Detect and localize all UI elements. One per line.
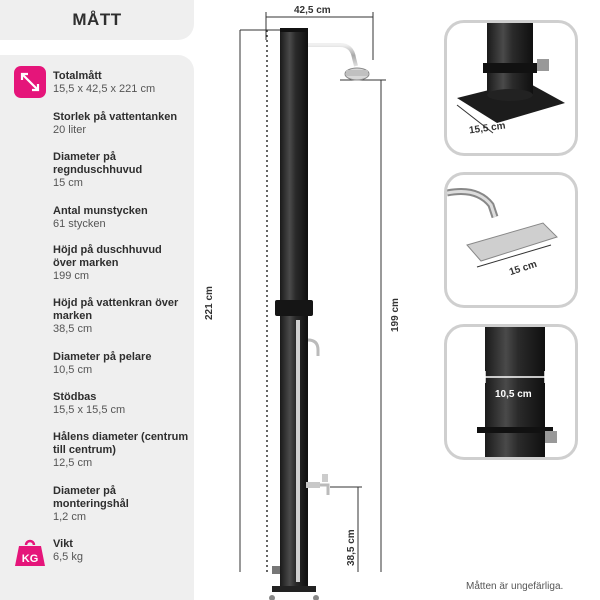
spec-value: 15,5 x 15,5 cm [53,404,126,416]
spec-pillar-diameter: Diameter på pelare 10,5 cm [53,351,193,377]
pillar-closeup [485,327,545,457]
spec-tank-size: Storlek på vattentanken 20 liter [53,111,193,137]
title-box: MÅTT [0,0,194,40]
spec-value: 15 cm [53,177,83,189]
spec-total-size: Totalmått 15,5 x 42,5 x 221 cm [53,70,193,96]
spec-nozzles: Antal munstycken 61 stycken [53,205,193,231]
spec-label: Hålens diameter (centrum till centrum) [53,431,189,456]
total-height-label: 221 cm [204,286,215,320]
kg-weight-icon: KG [14,539,46,567]
spec-label: Diameter på regnduschhuvud [53,151,143,176]
spec-value: 15,5 x 42,5 x 221 cm [53,83,156,95]
tap-spout [306,482,320,488]
spec-base: Stödbas 15,5 x 15,5 cm [53,391,193,417]
resize-arrows-icon [14,66,46,98]
spec-value: 20 liter [53,124,87,136]
pillar-base [272,586,316,592]
spec-mount-hole: Diameter på monteringshål 1,2 cm [53,485,173,524]
pillar-label: 10,5 cm [495,389,532,400]
spec-value: 38,5 cm [53,323,93,335]
spec-value: 12,5 cm [53,457,93,469]
spec-shower-height: Höjd på duschhuvud över marken 199 cm [53,244,183,283]
detail-panel-pillar: 10,5 cm [444,324,578,460]
spec-tap-height: Höjd på vattenkran över marken 38,5 cm [53,297,183,336]
spec-value: 6,5 kg [53,551,83,563]
spec-label: Stödbas [53,391,97,403]
spec-label: Höjd på vattenkran över marken [53,297,179,322]
detail-panel-base: 15,5 cm [444,20,578,156]
spec-label: Storlek på vattentanken [53,111,178,123]
width-label: 42,5 cm [294,5,331,16]
detail-panel-head: 15 cm [444,172,578,308]
spec-label: Antal munstycken [53,205,148,217]
shower-illustration [239,12,386,600]
spec-label: Diameter på pelare [53,351,152,363]
shower-drawing: 42,5 cm 221 cm 199 cm 38,5 cm [200,0,440,600]
spec-weight: Vikt 6,5 kg [53,538,193,564]
spec-value: 1,2 cm [53,511,87,523]
spec-label: Höjd på duschhuvud över marken [53,244,162,269]
spec-value: 199 cm [53,270,90,282]
base-plate [457,81,565,123]
spec-hole-distance: Hålens diameter (centrum till centrum) 1… [53,431,193,470]
spec-label: Diameter på monteringshål [53,485,129,510]
spec-head-diameter: Diameter på regnduschhuvud 15 cm [53,151,173,190]
pillar-collar [275,300,313,316]
spec-label: Totalmått [53,70,102,82]
spec-value: 10,5 cm [53,364,93,376]
page-title: MÅTT [72,10,122,29]
middle-valve [307,338,320,356]
kg-icon-text: KG [22,553,39,565]
spec-label: Vikt [53,538,73,550]
specs-panel [0,55,194,600]
tap-height-label: 38,5 cm [346,529,357,566]
footnote: Måtten är ungefärliga. [466,581,564,592]
shower-height-label: 199 cm [390,298,401,332]
spec-value: 61 stycken [53,218,106,230]
shower-arm [308,43,358,67]
rain-head [466,222,558,262]
